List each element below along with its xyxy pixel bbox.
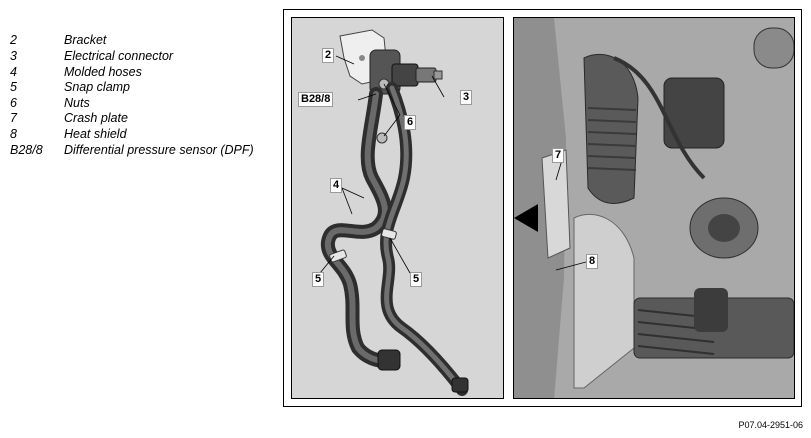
snap-clamp-right <box>381 228 397 240</box>
legend-code: B28/8 <box>10 143 43 157</box>
callout-crash-plate: 7 <box>552 148 565 163</box>
legend-label: Molded hoses <box>64 65 142 79</box>
callout-heat-shield: 8 <box>586 254 599 269</box>
callout-sensor: B28/8 <box>298 92 334 107</box>
hose-assembly-panel: 2 B28/8 3 6 4 5 5 <box>291 17 504 399</box>
leader-lines <box>319 55 445 274</box>
connector-shape <box>415 67 437 83</box>
molded-hose-rear-highlight <box>383 85 465 393</box>
legend-code: 5 <box>10 80 17 94</box>
legend-label: Electrical connector <box>64 49 174 63</box>
view-arrow <box>514 204 538 232</box>
legend-label: Differential pressure sensor (DPF) <box>64 143 254 157</box>
hose-end-left <box>377 349 401 371</box>
legend-label: Crash plate <box>64 111 128 125</box>
reservoir-cap <box>753 27 794 69</box>
engine-bay-drawing <box>514 18 794 398</box>
callout-clamp-right: 5 <box>410 272 423 287</box>
legend-code: 6 <box>10 96 17 110</box>
air-duct-shape <box>583 53 639 204</box>
engine-bay-panel: 7 8 <box>513 17 795 399</box>
legend-label: Bracket <box>64 33 107 47</box>
legend-label: Snap clamp <box>64 80 131 94</box>
molded-hose-front-highlight <box>324 91 389 365</box>
callout-clamp-left: 5 <box>312 272 325 287</box>
duct-ribs <box>587 107 637 171</box>
bracket-hole <box>359 55 365 61</box>
callout-nuts: 6 <box>404 115 417 130</box>
figure-frame: 2 B28/8 3 6 4 5 5 <box>283 9 802 407</box>
callout-bracket: 2 <box>322 48 335 63</box>
figure-id: P07.04-2951-06 <box>738 420 803 430</box>
vacuum-line <box>613 56 706 180</box>
sensor-module <box>694 288 728 332</box>
legend-label: Nuts <box>64 96 90 110</box>
engine-block-top <box>663 77 725 149</box>
legend-code: 4 <box>10 65 17 79</box>
leader-lines <box>555 159 587 271</box>
hose-assembly-drawing <box>319 29 469 396</box>
legend-code: 7 <box>10 111 17 125</box>
hose-end-right <box>451 377 469 393</box>
legend-code: 8 <box>10 127 17 141</box>
sensor-housing <box>391 63 419 87</box>
callout-hoses: 4 <box>330 178 343 193</box>
legend-code: 2 <box>10 33 17 47</box>
connector-pin <box>433 70 443 80</box>
legend-label: Heat shield <box>64 127 127 141</box>
snap-clamp-left <box>329 249 347 263</box>
callout-connector: 3 <box>460 90 473 105</box>
legend-code: 3 <box>10 49 17 63</box>
turbo-core <box>708 214 740 242</box>
body-panel <box>514 18 566 398</box>
